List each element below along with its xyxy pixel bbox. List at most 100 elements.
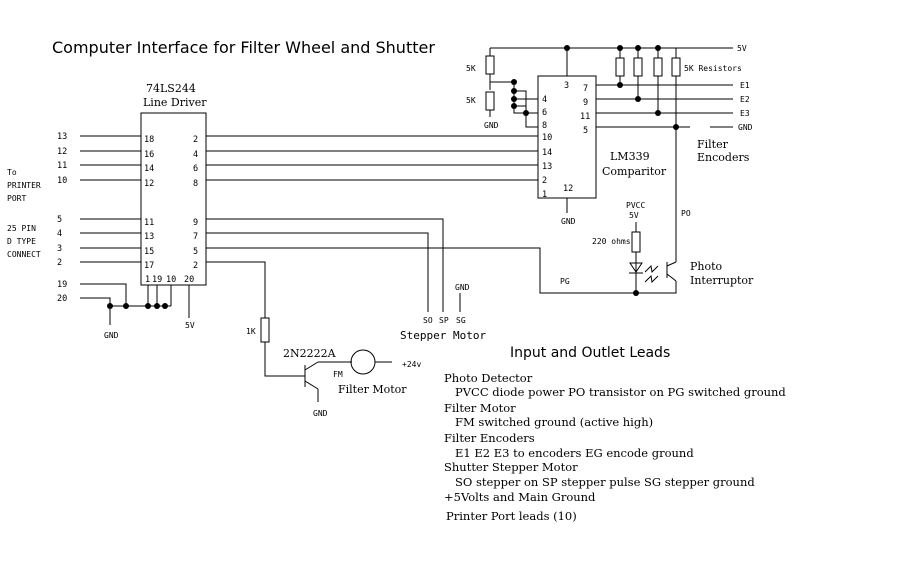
comparator-pin-top: 3 (564, 81, 569, 91)
driver-pin-left: 15 (144, 247, 154, 257)
driver-pin-left: 13 (144, 232, 154, 242)
pullup-wires (596, 48, 733, 130)
port-pin: 4 (57, 229, 62, 239)
driver-pin-right: 9 (193, 218, 198, 228)
e3-label: E3 (740, 109, 750, 118)
notes-line: PVCC diode power PO transistor on PG swi… (455, 385, 786, 399)
stepper-motor-label: Stepper Motor (400, 329, 486, 342)
notes-line: SO stepper on SP stepper pulse SG steppe… (455, 475, 755, 489)
comparator-pin-left: 2 (542, 176, 547, 186)
resistor-220-label: 220 ohms (592, 237, 631, 246)
notes-line: Photo Detector (444, 371, 533, 385)
filter-motor-label: Filter Motor (338, 383, 407, 396)
encoder-ground-label: GND (738, 123, 753, 132)
port-pin: 2 (57, 258, 62, 268)
port-label-to: To (7, 168, 17, 177)
driver-pin-left: 11 (144, 218, 154, 228)
comparator-pin-left: 6 (542, 108, 547, 118)
driver-pin-bottom: 10 (166, 275, 176, 285)
driver-pin-left: 14 (144, 164, 154, 174)
comparator-pin-right: 9 (583, 98, 588, 108)
port-pin: 13 (57, 132, 67, 142)
resistor-220 (631, 231, 641, 253)
pvcc-5v-label: 5V (629, 211, 639, 220)
notes-line: Shutter Stepper Motor (444, 460, 578, 474)
driver-pin-right: 8 (193, 179, 198, 189)
driver-pin-left: 12 (144, 179, 154, 189)
resistor-5k-top (485, 55, 495, 75)
comparator-pin-left: 13 (542, 162, 552, 172)
so-label: SO (423, 316, 433, 325)
line-driver-name: Line Driver (143, 96, 207, 109)
port-pin: 5 (57, 215, 62, 225)
comparator-pin-right: 11 (580, 112, 590, 122)
driver-pin-right: 4 (193, 150, 198, 160)
connector-label-dtype: D TYPE (7, 237, 36, 246)
filter-encoders-label-1: Filter (697, 138, 729, 151)
port-pin: 11 (57, 161, 67, 171)
pvcc-label: PVCC (626, 201, 645, 210)
driver-pin-left: 17 (144, 261, 154, 271)
port-pin: 19 (57, 280, 67, 290)
comparator-pin-left: 4 (542, 95, 547, 105)
comparator-pin-left: 10 (542, 133, 552, 143)
e2-label: E2 (740, 95, 750, 104)
resistor-5k-bottom-label: 5K (466, 96, 476, 105)
pullup-resistor (633, 57, 643, 77)
pullup-resistor (671, 57, 681, 77)
transistor-label: 2N2222A (283, 347, 337, 360)
line-driver-part: 74LS244 (146, 82, 196, 95)
driver-pin-left: 18 (144, 135, 154, 145)
notes-heading: Input and Outlet Leads (510, 345, 670, 361)
filter-encoders-label-2: Encoders (697, 151, 750, 164)
diagram-title: Computer Interface for Filter Wheel and … (52, 38, 435, 57)
port-input-wires (80, 135, 141, 306)
comparator-pin-left: 1 (542, 190, 547, 200)
notes-line: Printer Port leads (10) (446, 509, 577, 523)
driver-ground-bus (107, 285, 190, 325)
port-pin: 20 (57, 294, 67, 304)
supply-5v-label: 5V (185, 321, 195, 330)
driver-pin-right: 5 (193, 247, 198, 257)
comparator-pin-bottom: 12 (563, 184, 573, 194)
po-label: PO (681, 209, 691, 218)
notes-line: Filter Motor (444, 401, 516, 415)
fm-label: FM (333, 370, 343, 379)
ground-label: GND (104, 331, 119, 340)
connector-label-connect: CONNECT (7, 250, 41, 259)
comparator-pin-right: 7 (583, 84, 588, 94)
resistor-1k (260, 317, 270, 343)
comparator-pin-left: 8 (542, 121, 547, 131)
resistor-5k-bottom (485, 91, 495, 111)
resistors-label: 5K Resistors (684, 64, 742, 73)
divider-network (489, 48, 538, 128)
comparator-pin-right: 5 (583, 126, 588, 136)
port-pin: 10 (57, 176, 67, 186)
driver-pin-bottom: 1 (145, 275, 150, 285)
driver-pin-left: 16 (144, 150, 154, 160)
driver-pin-right: 7 (193, 232, 198, 242)
connector-label-25pin: 25 PIN (7, 224, 36, 233)
rail-5v-label: 5V (737, 44, 747, 53)
driver-pin-right: 6 (193, 164, 198, 174)
comparator-pin-left: 14 (542, 148, 552, 158)
notes-line: +5Volts and Main Ground (444, 490, 596, 504)
pullup-resistor (615, 57, 625, 77)
comparator-part: LM339 (610, 150, 650, 163)
motor-ground-label: GND (313, 409, 328, 418)
divider-ground-label: GND (484, 121, 499, 130)
port-pin: 12 (57, 147, 67, 157)
driver-pin-bottom: 19 (152, 275, 162, 285)
notes-line: Filter Encoders (444, 431, 535, 445)
driver-pin-bottom: 20 (184, 275, 194, 285)
filter-motor-driver (264, 342, 392, 402)
driver-to-comparator-wires (206, 135, 538, 181)
port-pin: 3 (57, 244, 62, 254)
stepper-output-wires (206, 218, 636, 318)
resistor-5k-top-label: 5K (466, 64, 476, 73)
sp-label: SP (439, 316, 449, 325)
sg-label: SG (456, 316, 466, 325)
stepper-ground-label: GND (455, 283, 470, 292)
notes-line: E1 E2 E3 to encoders EG encode ground (455, 446, 694, 460)
